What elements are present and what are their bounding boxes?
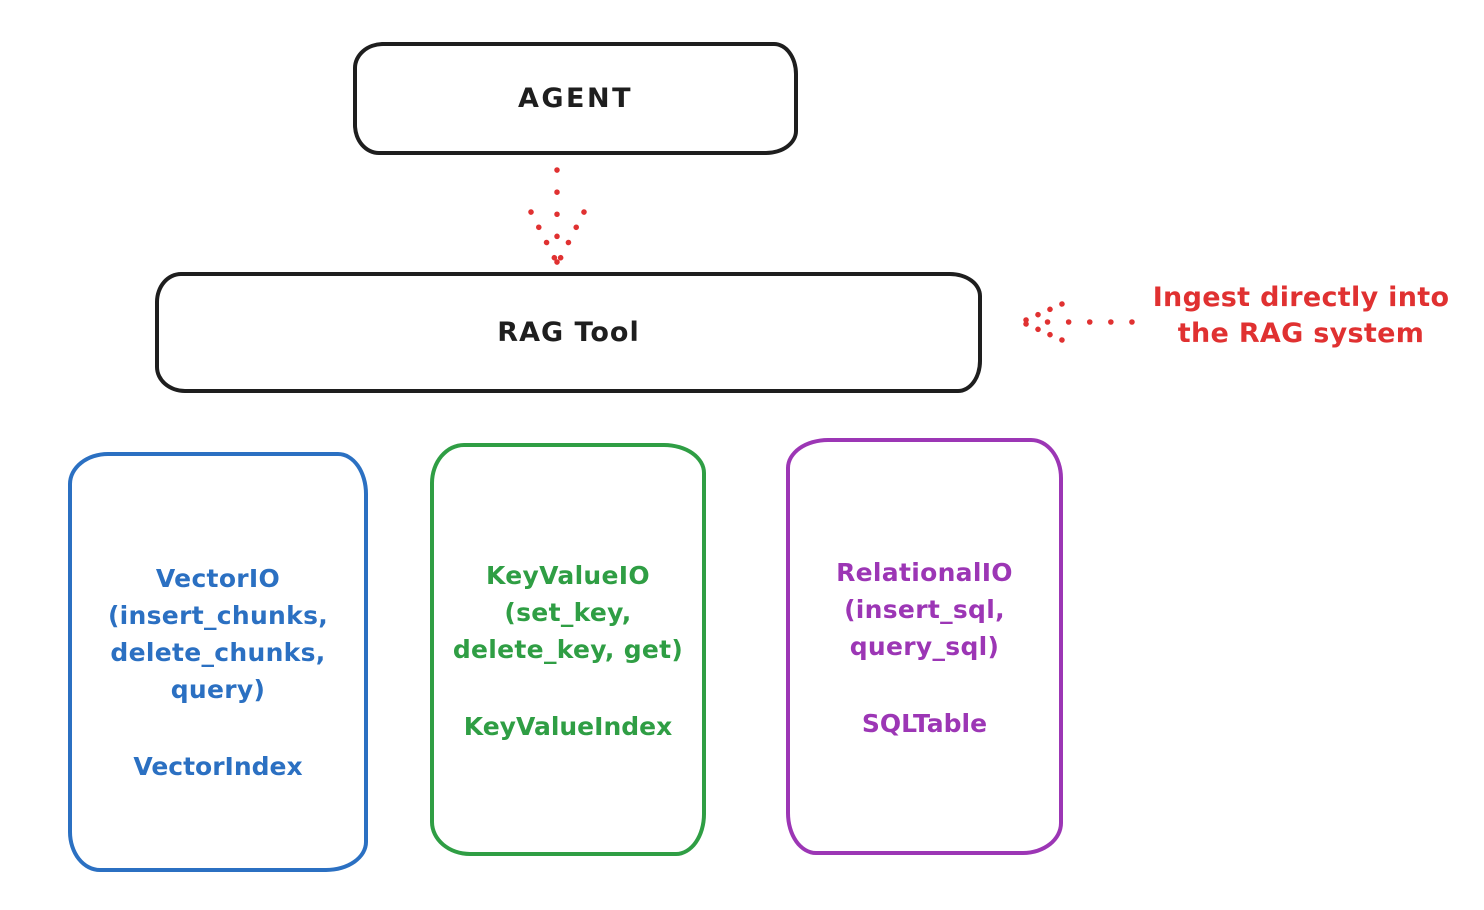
agent-to-rag-arrow	[528, 167, 587, 266]
ingest-annotation-line2: the RAG system	[1177, 318, 1425, 349]
card-line: (insert_sql,	[844, 595, 1005, 624]
vector-io-card-text: VectorIO (insert_chunks, delete_chunks, …	[108, 560, 328, 708]
card-line: query_sql)	[849, 632, 1000, 661]
card-line: RelationalIO	[836, 558, 1013, 587]
rag-tool-node-label: RAG Tool	[497, 317, 640, 348]
card-line: VectorIO	[155, 564, 281, 593]
card-line: (set_key,	[504, 598, 632, 627]
vector-io-card: VectorIO (insert_chunks, delete_chunks, …	[68, 452, 368, 872]
agent-node-label: AGENT	[517, 83, 633, 114]
ingest-annotation: Ingest directly into the RAG system	[1140, 280, 1462, 352]
agent-node: AGENT	[353, 42, 798, 155]
card-line: KeyValueIO	[486, 561, 650, 590]
keyvalue-io-card-text: KeyValueIO (set_key, delete_key, get)	[453, 557, 683, 668]
card-line: (insert_chunks,	[107, 601, 329, 630]
relational-io-card-text: RelationalIO (insert_sql, query_sql)	[836, 554, 1013, 665]
card-line: query)	[170, 675, 266, 704]
vector-index-label: VectorIndex	[133, 752, 303, 781]
ingest-annotation-line1: Ingest directly into	[1152, 282, 1450, 313]
ingest-annotation-arrow	[1023, 301, 1135, 343]
keyvalue-io-card: KeyValueIO (set_key, delete_key, get) Ke…	[430, 443, 706, 856]
card-line: delete_chunks,	[110, 638, 326, 667]
keyvalue-index-label: KeyValueIndex	[463, 712, 673, 741]
rag-tool-node: RAG Tool	[155, 272, 982, 393]
relational-io-card: RelationalIO (insert_sql, query_sql) SQL…	[786, 438, 1063, 855]
sql-table-label: SQLTable	[861, 709, 988, 738]
card-line: delete_key, get)	[452, 635, 684, 664]
